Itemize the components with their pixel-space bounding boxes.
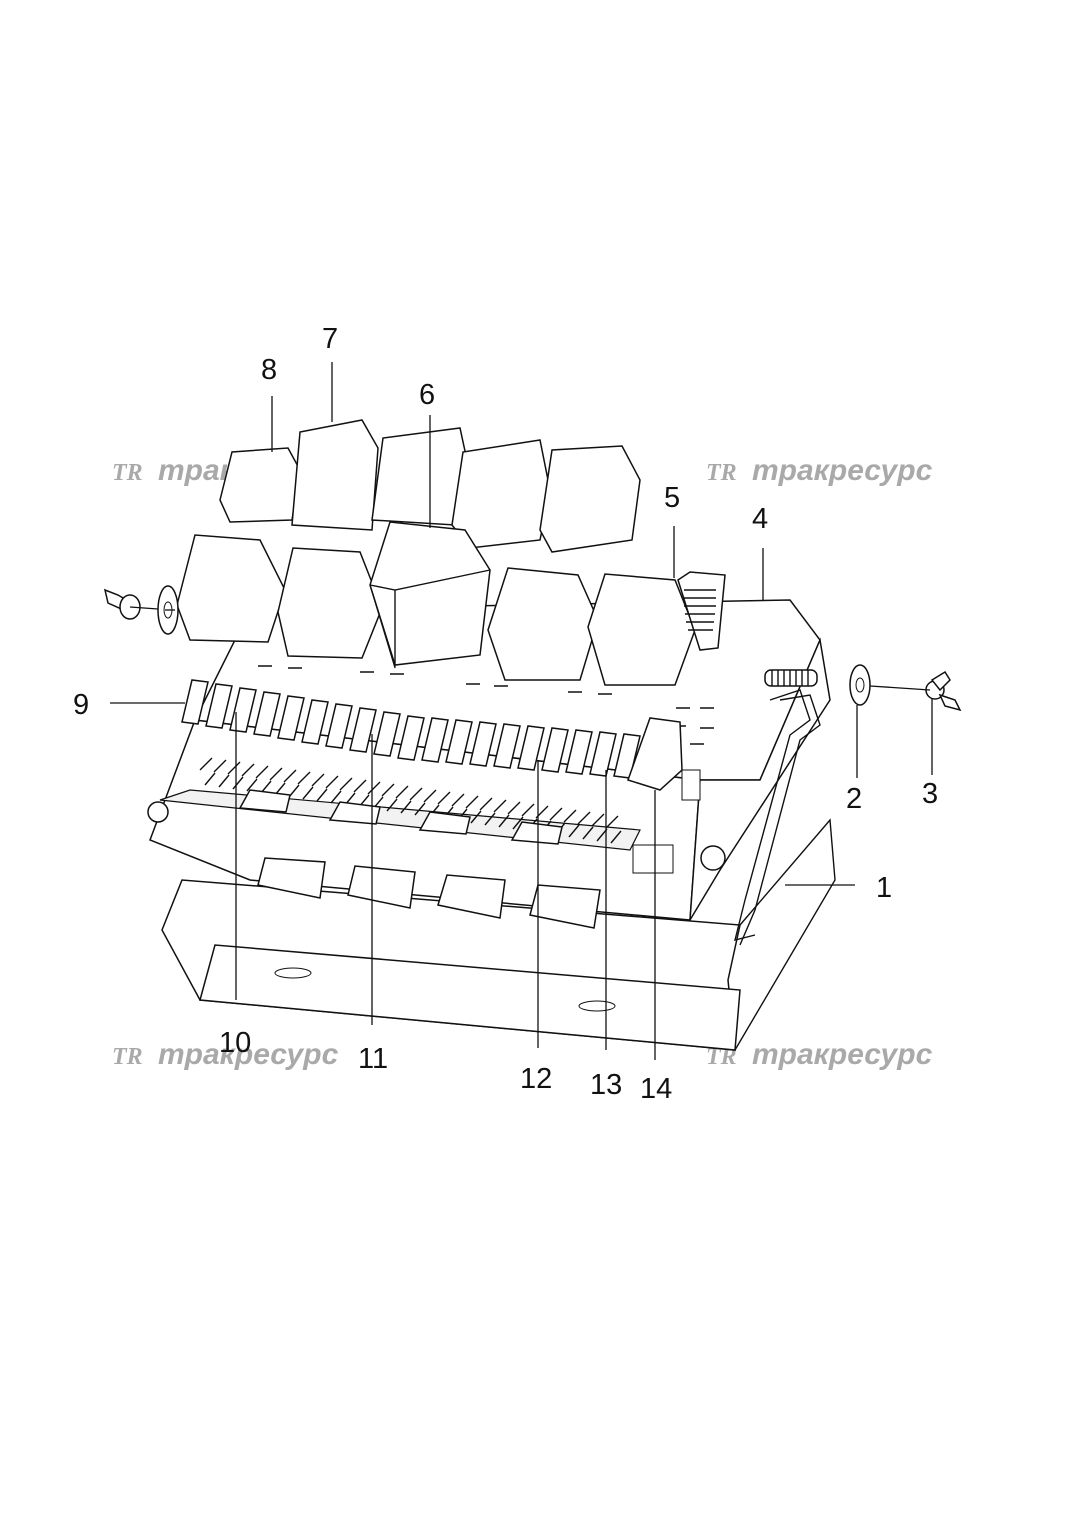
callout-2: 2 [846, 783, 862, 815]
watermark-text: тракресурс [158, 1038, 339, 1071]
fuse-socket-rows [199, 665, 714, 844]
leader-lines [110, 362, 933, 1060]
callout-9: 9 [73, 689, 89, 721]
watermark-text: тракресурс [752, 454, 933, 487]
callout-10: 10 [219, 1027, 251, 1059]
watermark-logo: TR [706, 460, 737, 486]
relay-clip [677, 571, 726, 651]
watermark-text: тракресурс [752, 1038, 933, 1071]
callout-5: 5 [664, 482, 680, 514]
right-fasteners [764, 664, 962, 712]
callout-1: 1 [876, 872, 892, 904]
left-fasteners [103, 585, 179, 635]
callout-4: 4 [752, 503, 768, 535]
callout-13: 13 [590, 1069, 622, 1101]
callout-7: 7 [322, 323, 338, 355]
callout-8: 8 [261, 354, 277, 386]
callout-12: 12 [520, 1063, 552, 1095]
watermark-bottom-right: TR тракресурс [706, 1038, 933, 1071]
callout-3: 3 [922, 778, 938, 810]
callout-14: 14 [640, 1073, 672, 1105]
blade-fuses [181, 679, 701, 845]
callout-6: 6 [419, 379, 435, 411]
relays-front-row [176, 521, 696, 686]
housing-base [147, 599, 836, 1051]
lower-relays [257, 857, 601, 929]
relays-rear-row [219, 419, 641, 553]
watermark-logo: TR [112, 460, 143, 486]
callout-11: 11 [358, 1043, 388, 1075]
watermark-top-right: TR тракресурс [706, 454, 933, 487]
callout-labels: 1 2 3 4 5 6 7 8 9 10 11 12 13 14 [73, 323, 938, 1105]
watermark-logo: TR [112, 1044, 143, 1070]
watermark-bottom-left: TR тракресурс [112, 1038, 339, 1071]
